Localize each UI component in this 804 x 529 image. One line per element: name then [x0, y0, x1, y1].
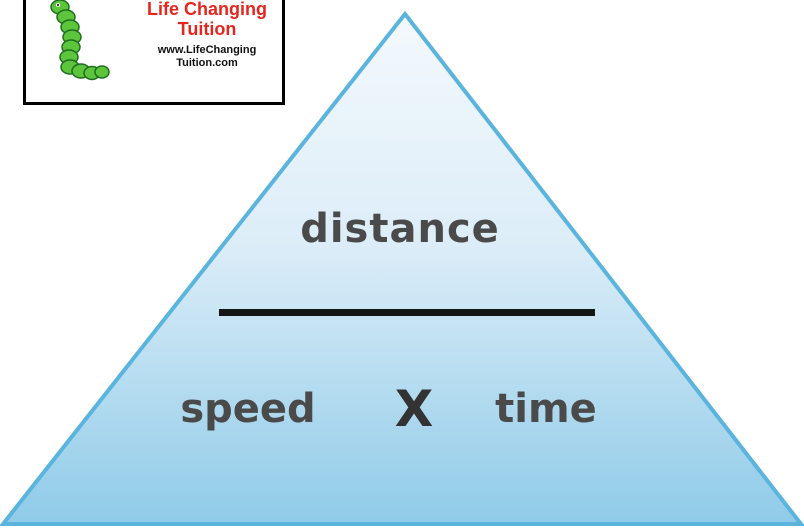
caterpillar-logo-icon: [50, 0, 110, 81]
triangle-shape: [0, 10, 804, 526]
speed-label: speed: [180, 386, 316, 432]
multiply-operator: X: [394, 380, 434, 438]
distance-label: distance: [300, 206, 500, 252]
divider-line: [219, 309, 595, 316]
time-label: time: [495, 386, 597, 432]
